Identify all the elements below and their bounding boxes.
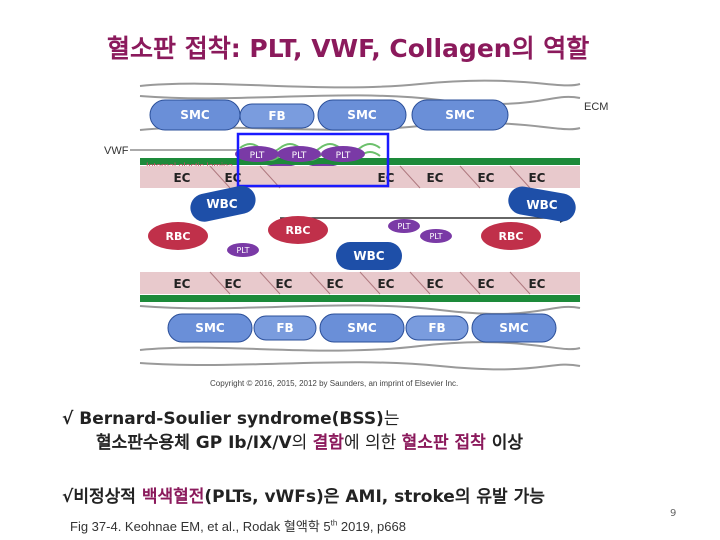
plt-label: PLT	[292, 151, 307, 161]
adhesion-highlight-box	[236, 132, 390, 188]
caption-text-a: Fig 37-4. Keohnae EM, et al., Rodak 혈액학 …	[70, 519, 331, 534]
smc-cell	[317, 99, 407, 131]
plt-cell	[227, 243, 259, 257]
wbc-cell	[190, 185, 256, 222]
rbc-cell	[268, 216, 328, 244]
bss-text-e: 에 의한	[343, 433, 402, 453]
plt-cell	[420, 229, 452, 243]
ec-label: EC	[173, 277, 190, 291]
thrombus-text-c: (PLTs, vWFs)은 AMI, stroke의 유발 가능	[204, 487, 545, 507]
plt-label: PLT	[397, 222, 410, 231]
smc-cell	[471, 313, 557, 343]
bss-particle: 는	[383, 409, 400, 429]
thrombus-text-b: 백색혈전	[141, 487, 205, 507]
fb-label: FB	[276, 321, 293, 335]
smc-label: SMC	[195, 321, 225, 335]
caption-superscript: th	[330, 518, 338, 528]
bullet-mark: √	[62, 409, 74, 429]
ec-row-top: EC EC EC EC EC EC	[140, 165, 580, 189]
vessel-diagram: ECM VWF SMC FB SMC SMC Internal elastic …	[104, 79, 608, 388]
wbc-cell	[336, 242, 402, 270]
rbc-label: RBC	[166, 230, 191, 243]
bullet-mark: √	[62, 487, 74, 507]
title-main: PLT, VWF, Collagen	[249, 34, 512, 63]
plt-label: PLT	[336, 151, 351, 161]
smc-label: SMC	[347, 108, 377, 122]
page-number: 9	[670, 508, 677, 519]
bullet-white-thrombus: √비정상적 백색혈전(PLTs, vWFs)은 AMI, stroke의 유발 …	[62, 482, 545, 507]
ec-label: EC	[528, 277, 545, 291]
bss-name: Bernard-Soulier syndrome(BSS)	[79, 409, 384, 429]
wbc-label: WBC	[353, 249, 384, 263]
plt-label: PLT	[236, 246, 249, 255]
ecm-label: ECM	[584, 101, 608, 113]
bullet-bss-line1: √ Bernard-Soulier syndrome(BSS)는	[62, 404, 399, 429]
ec-label: EC	[275, 277, 292, 291]
bss-text-d: 결함	[312, 433, 344, 453]
title-prefix: 혈소판 접착:	[107, 34, 250, 63]
lumen: WBC WBC RBC RBC RBC PLT PLT PLT WBC	[148, 185, 576, 270]
rbc-label: RBC	[499, 230, 524, 243]
ec-label: EC	[477, 277, 494, 291]
slide-title: 혈소판 접착: PLT, VWF, Collagen의 역할	[107, 32, 607, 78]
wbc-cell	[508, 186, 576, 222]
smc-cell	[167, 313, 253, 343]
rbc-cell	[481, 222, 541, 250]
bss-text-b: GP Ib/IX/V	[195, 433, 292, 453]
ec-label: EC	[326, 277, 343, 291]
ec-label: EC	[426, 277, 443, 291]
figure-copyright: Copyright © 2016, 2015, 2012 by Saunders…	[210, 379, 458, 388]
rbc-cell	[148, 222, 208, 250]
smc-cell	[411, 99, 509, 131]
internal-elastic-lamina	[140, 158, 580, 165]
plt-cell	[235, 146, 279, 162]
vwf-label: VWF	[104, 145, 129, 157]
plt-cell	[388, 219, 420, 233]
fb-cell	[253, 315, 317, 341]
bullet-bss-line2: 혈소판수용체 GP Ib/IX/V의 결함에 의한 혈소판 접착 이상	[96, 428, 523, 453]
ec-label: EC	[377, 277, 394, 291]
bss-text-a: 혈소판수용체	[96, 433, 196, 453]
smc-label: SMC	[347, 321, 377, 335]
thrombus-text-a: 비정상적	[73, 487, 142, 507]
caption-text-b: 2019, p668	[337, 519, 406, 534]
figure-caption: Fig 37-4. Keohnae EM, et al., Rodak 혈액학 …	[70, 516, 406, 535]
plt-cell	[277, 146, 321, 162]
ec-label: EC	[528, 171, 545, 185]
smc-label: SMC	[499, 321, 529, 335]
ec-row-bottom: EC EC EC EC EC EC EC EC	[140, 271, 580, 295]
title-suffix: 의 역할	[511, 34, 590, 63]
rbc-label: RBC	[286, 224, 311, 237]
wbc-label: WBC	[526, 198, 557, 212]
top-cell-row: SMC FB SMC SMC	[149, 99, 509, 131]
smc-label: SMC	[445, 108, 475, 122]
bss-text-g: 이상	[485, 433, 523, 453]
fb-label: FB	[428, 321, 445, 335]
bss-text-f: 혈소판 접착	[401, 433, 486, 453]
fb-cell	[239, 103, 315, 129]
smc-cell	[319, 313, 405, 343]
ec-label: EC	[477, 171, 494, 185]
fb-label: FB	[268, 109, 285, 123]
smc-label: SMC	[180, 108, 210, 122]
bss-text-c: 의	[291, 433, 313, 453]
ec-label: EC	[224, 277, 241, 291]
wbc-label: WBC	[206, 197, 237, 211]
plt-cell	[321, 146, 365, 162]
plt-label: PLT	[250, 151, 265, 161]
bottom-cell-row: SMC FB SMC FB SMC	[167, 313, 557, 343]
ec-label: EC	[377, 171, 394, 185]
plt-label: PLT	[429, 232, 442, 241]
ec-label: EC	[426, 171, 443, 185]
internal-elastic-lamina-bottom	[140, 295, 580, 302]
fb-cell	[405, 315, 469, 341]
ec-label: EC	[173, 171, 190, 185]
